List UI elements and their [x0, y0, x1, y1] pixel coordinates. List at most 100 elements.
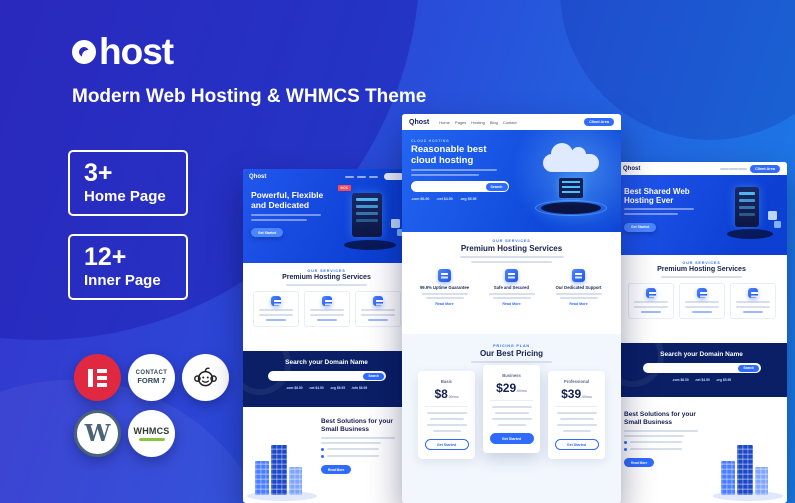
- nav-item[interactable]: Home: [439, 119, 450, 125]
- service-cards-row: [616, 283, 787, 319]
- read-more-link-placeholder[interactable]: [640, 311, 661, 313]
- read-more-link-placeholder[interactable]: [316, 319, 337, 321]
- service-card[interactable]: [729, 283, 776, 319]
- plan-price-suffix: .00/mo: [447, 395, 459, 399]
- plan-name: Professional: [563, 379, 590, 384]
- text-line: [684, 301, 719, 303]
- preview-page-shared-hosting: Qhost Client Area Best Shared Web Hostin…: [616, 162, 787, 503]
- nav-item[interactable]: Hosting: [471, 119, 485, 125]
- service-card[interactable]: [252, 291, 299, 327]
- service-card[interactable]: [678, 283, 725, 319]
- read-more-link-placeholder[interactable]: [367, 319, 388, 321]
- preview-page-cloud-hosting: Qhost Home Pages Hosting Blog Contact Cl…: [402, 114, 621, 503]
- text-line: [624, 434, 684, 437]
- text-line: [309, 309, 344, 311]
- read-more-link-placeholder[interactable]: [691, 311, 712, 313]
- center-site-logo: Qhost: [409, 118, 430, 126]
- left-hero-button[interactable]: Get Started: [251, 228, 284, 238]
- service-icon: [645, 288, 656, 298]
- nav-link-placeholder[interactable]: [369, 175, 378, 178]
- nav-link-placeholder[interactable]: [720, 167, 730, 170]
- left-hero-title: Powerful, Flexible and Dedicated: [251, 190, 324, 210]
- nav-link-placeholder[interactable]: [357, 175, 366, 178]
- read-more-link-placeholder[interactable]: [265, 319, 286, 321]
- solutions-button[interactable]: Read More: [624, 458, 655, 468]
- header-cta-button[interactable]: [384, 173, 404, 180]
- service-icon: [372, 296, 383, 306]
- domain-price: .info $6.95: [351, 386, 368, 390]
- plan-price: $8.00/mo: [434, 387, 459, 401]
- bullet-dot-icon: [321, 447, 324, 451]
- plan-button[interactable]: Get Started: [489, 433, 534, 444]
- domain-search-input[interactable]: Search: [267, 371, 386, 381]
- cube-graphic: [768, 211, 777, 220]
- server-box-graphic: [559, 178, 583, 198]
- center-header: Qhost Home Pages Hosting Blog Contact Cl…: [402, 114, 621, 130]
- center-hero-section: CLOUD HOSTING Reasonable best cloud host…: [402, 130, 621, 232]
- text-line: [624, 429, 698, 432]
- service-card-title: Safe and Secured: [493, 285, 530, 290]
- service-card[interactable]: Our Dedicated Support Read More: [550, 269, 608, 306]
- nav-link-placeholder[interactable]: [729, 167, 739, 170]
- read-more-link[interactable]: Read More: [569, 302, 588, 307]
- services-title: Premium Hosting Services: [460, 244, 563, 253]
- plan-name: Business: [502, 373, 521, 378]
- pricing-plan-professional[interactable]: Professional $39.00/mo Get Started: [548, 371, 605, 459]
- text-line: [470, 361, 553, 363]
- text-line: [559, 418, 594, 420]
- nav-item[interactable]: Pages: [454, 119, 467, 125]
- text-line: [491, 418, 532, 420]
- text-line: [555, 292, 602, 295]
- left-hero-content: Powerful, Flexible and Dedicated Get Sta…: [251, 190, 333, 239]
- service-card[interactable]: [354, 291, 401, 327]
- domain-search-button[interactable]: Search: [738, 364, 759, 372]
- nav-item[interactable]: Blog: [489, 119, 498, 125]
- read-more-link[interactable]: Read More: [435, 302, 454, 307]
- service-card[interactable]: 99.9% Uptime Guarantee Read More: [416, 269, 474, 306]
- text-line: [429, 418, 464, 420]
- plan-button[interactable]: Get Started: [554, 439, 599, 450]
- divider: [425, 406, 468, 407]
- pricing-plan-basic[interactable]: Basic $8.00/mo Get Started: [418, 371, 475, 459]
- pricing-plan-business[interactable]: Business $29.00/mo Get Started: [483, 365, 540, 453]
- solutions-button[interactable]: Read More: [321, 465, 352, 475]
- right-hero-button[interactable]: Get Started: [624, 222, 657, 232]
- domain-price: .org $5.95: [459, 197, 477, 202]
- nav-item[interactable]: Contact: [502, 119, 517, 125]
- plan-price: $39.00/mo: [561, 387, 592, 401]
- domain-search-button[interactable]: Search: [485, 182, 508, 191]
- theme-subtitle: Modern Web Hosting & WHMCS Theme: [72, 86, 427, 107]
- nav-link-placeholder[interactable]: [345, 175, 354, 178]
- elementor-icon: [74, 354, 121, 401]
- building-graphic: [255, 461, 269, 495]
- solutions-title: Best Solutions for your Small Business: [624, 411, 696, 426]
- divider: [490, 400, 533, 401]
- service-card[interactable]: [303, 291, 350, 327]
- read-more-link[interactable]: Read More: [502, 302, 521, 307]
- domain-price: .com $6.50: [411, 197, 430, 202]
- left-hero-section: Qhost Powerful, Flexible and Dedicated G…: [243, 169, 410, 263]
- domain-search-input[interactable]: Search: [411, 181, 509, 193]
- domain-search-button[interactable]: Search: [363, 372, 384, 380]
- server-tower-graphic: [735, 187, 759, 227]
- cloud-server-illustration: [525, 142, 617, 228]
- service-icon: [270, 296, 281, 306]
- service-card[interactable]: [627, 283, 674, 319]
- domain-search-input[interactable]: Search: [642, 363, 761, 373]
- services-title: Premium Hosting Services: [657, 266, 746, 273]
- plan-button[interactable]: Get Started: [424, 439, 469, 450]
- center-pricing-section: PRICING PLAN Our Best Pricing Basic $8.0…: [402, 334, 621, 503]
- right-header: Qhost Client Area: [616, 162, 787, 175]
- service-card[interactable]: Safe and Secured Read More: [483, 269, 541, 306]
- hero-tagline: CLOUD HOSTING: [411, 139, 450, 143]
- plan-price: $29.00/mo: [496, 381, 527, 395]
- text-line: [309, 314, 344, 316]
- client-area-button[interactable]: Client Area: [750, 164, 780, 173]
- nav-link-placeholder[interactable]: [738, 167, 748, 170]
- right-solutions-section: Best Solutions for your Small Business R…: [616, 397, 787, 503]
- client-area-button[interactable]: Client Area: [584, 118, 614, 126]
- read-more-link-placeholder[interactable]: [742, 311, 763, 313]
- preview-page-dedicated-hosting: Qhost Powerful, Flexible and Dedicated G…: [243, 169, 410, 503]
- text-line: [492, 297, 531, 300]
- server-rack-illustration: NOC: [338, 185, 404, 255]
